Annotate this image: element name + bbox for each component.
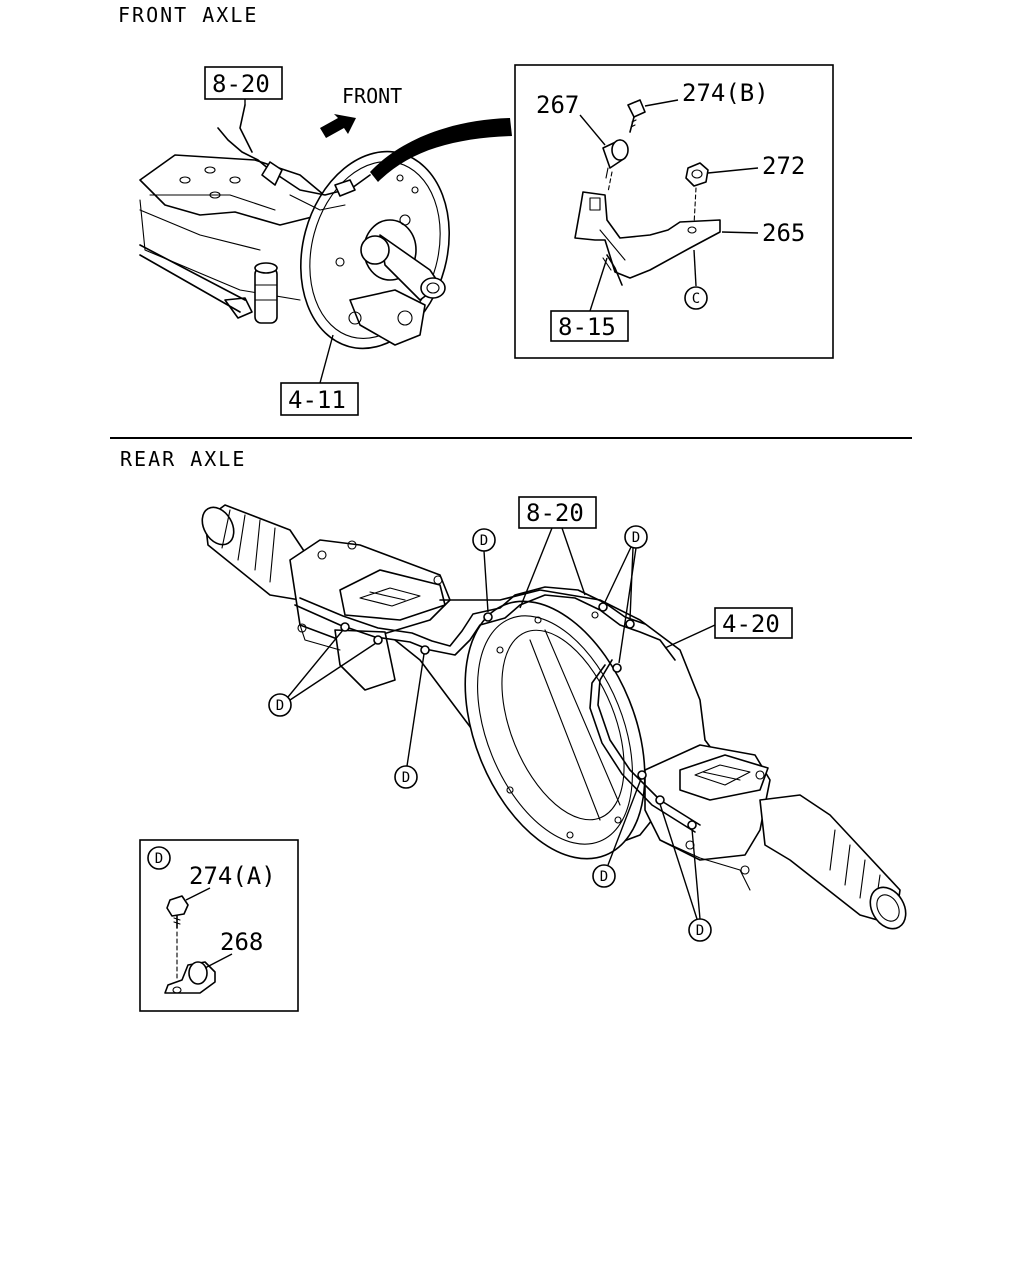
leader-line — [659, 803, 698, 920]
callout-d-label: D — [696, 923, 704, 939]
part-267-label: 267 — [536, 91, 579, 119]
callout-d-label: D — [632, 530, 640, 546]
leader-line — [707, 167, 759, 174]
part-274a-label: 274(A) — [189, 862, 276, 890]
part-272-label: 272 — [762, 152, 805, 180]
leader-line — [579, 114, 606, 146]
rear-axle-title: REAR AXLE — [120, 447, 246, 471]
callout-d-lower-right[interactable]: D — [659, 803, 712, 942]
callout-d-label: D — [276, 698, 284, 714]
arrow-icon — [320, 114, 356, 138]
leader-line — [618, 547, 637, 664]
leader-line — [185, 887, 211, 901]
part-268-callout[interactable]: 268 — [204, 928, 263, 969]
rear-axle-ref[interactable]: 4-20 — [664, 607, 793, 649]
leader-line — [589, 257, 608, 312]
part-267-callout[interactable]: 267 — [536, 91, 606, 146]
leader-line — [483, 550, 489, 613]
inset-callout-d-label: D — [155, 851, 163, 867]
part-274b-callout[interactable]: 274(B) — [644, 79, 769, 107]
part-265-callout[interactable]: 265 — [721, 219, 805, 247]
rear-axle-ref-label: 4-20 — [722, 610, 780, 638]
callout-c-label: C — [692, 291, 700, 307]
front-detail-inset — [514, 64, 834, 359]
part-272-callout[interactable]: 272 — [707, 152, 805, 180]
part-268-label: 268 — [220, 928, 263, 956]
front-direction-label: FRONT — [342, 84, 402, 108]
leader-line — [289, 642, 377, 701]
callout-d-label: D — [402, 770, 410, 786]
inset-ref-8-15[interactable]: 8-15 — [550, 257, 629, 342]
rear-axle-drawing — [201, 504, 907, 930]
leader-line — [287, 629, 344, 698]
inset-ref-8-15-label: 8-15 — [558, 313, 616, 341]
leader-line — [693, 249, 697, 287]
leader-line — [561, 527, 586, 596]
front-direction-indicator: FRONT — [320, 84, 402, 138]
front-brake-ref[interactable]: 4-11 — [280, 382, 359, 416]
front-harness-ref[interactable]: 8-20 — [204, 66, 283, 100]
leader-line — [691, 828, 701, 920]
part-274a-callout[interactable]: 274(A) — [185, 862, 276, 901]
inset-callout-d[interactable]: D — [147, 846, 171, 870]
leader-line — [406, 653, 425, 767]
callout-c[interactable]: C — [684, 249, 708, 310]
callout-d-label: D — [600, 869, 608, 885]
leader-line — [721, 231, 759, 234]
callout-d-top-center[interactable]: D — [472, 528, 496, 613]
front-harness-ref-label: 8-20 — [212, 70, 270, 98]
part-265-label: 265 — [762, 219, 805, 247]
front-axle-title: FRONT AXLE — [118, 3, 258, 27]
leader-line — [664, 624, 716, 649]
callout-d-lower-left[interactable]: D — [394, 653, 425, 789]
leader-line — [644, 99, 679, 107]
leader-line — [204, 953, 233, 969]
rear-harness-ref[interactable]: 8-20 — [518, 496, 597, 609]
front-axle-drawing — [139, 104, 512, 350]
part-274b-label: 274(B) — [682, 79, 769, 107]
front-brake-ref-label: 4-11 — [288, 386, 346, 414]
callout-d-lower-center[interactable]: D — [592, 778, 642, 888]
leader-line — [607, 778, 642, 866]
leader-line — [319, 334, 334, 384]
leader-line — [604, 546, 632, 603]
callout-d-label: D — [480, 533, 488, 549]
leader-line — [629, 547, 634, 620]
leader-line — [519, 527, 553, 609]
rear-detail-inset — [139, 839, 299, 1012]
rear-harness-ref-label: 8-20 — [526, 499, 584, 527]
callout-d-left[interactable]: D — [268, 629, 377, 717]
callout-d-top-right[interactable]: D — [604, 525, 648, 664]
